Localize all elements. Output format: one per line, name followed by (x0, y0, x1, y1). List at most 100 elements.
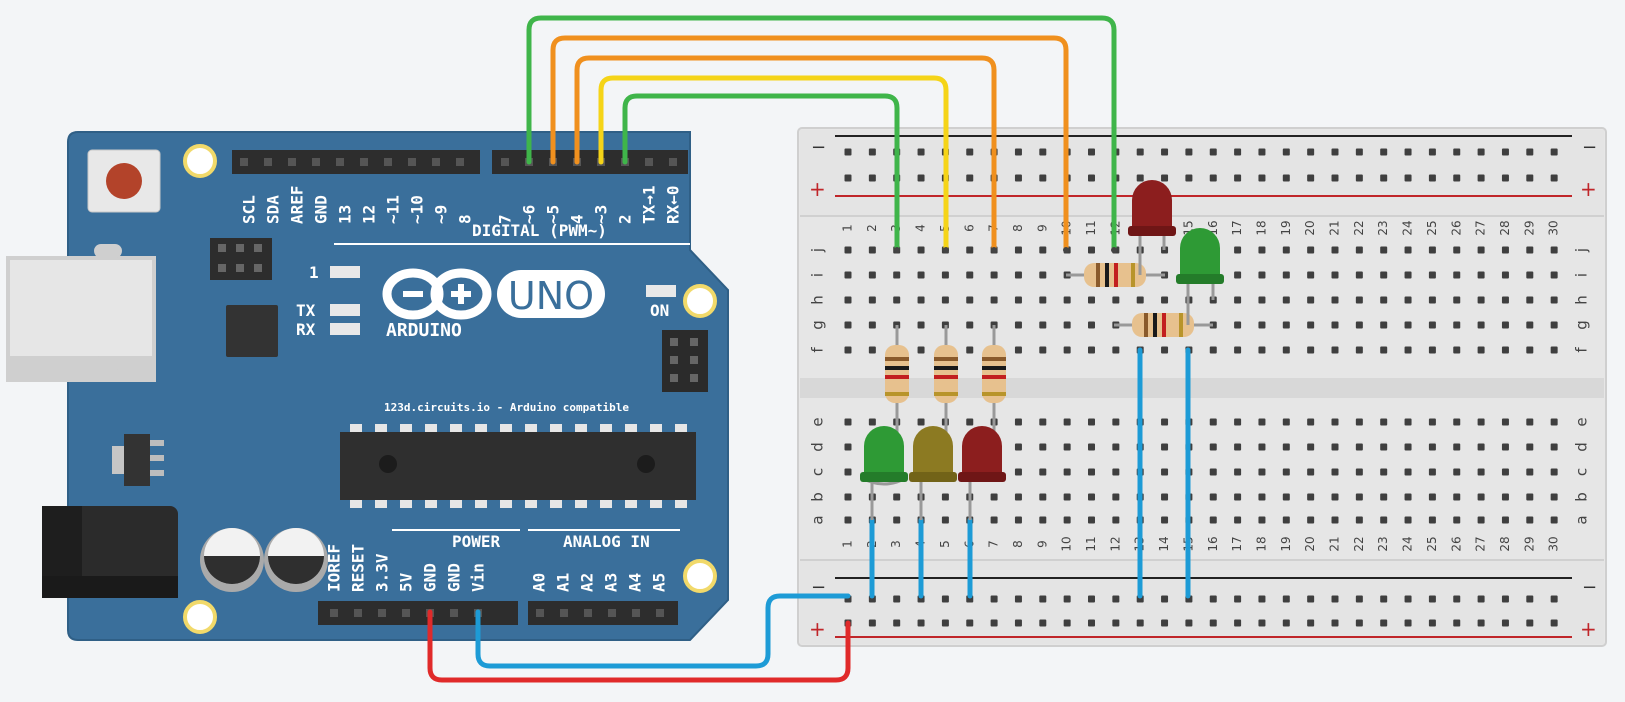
breadboard-hole[interactable] (1453, 468, 1461, 476)
breadboard-hole[interactable] (1355, 443, 1363, 451)
breadboard-hole[interactable] (917, 346, 925, 354)
breadboard-hole[interactable] (1331, 148, 1339, 156)
breadboard-hole[interactable] (1209, 443, 1217, 451)
breadboard-hole[interactable] (1501, 174, 1509, 182)
breadboard-hole[interactable] (1550, 468, 1558, 476)
breadboard-hole[interactable] (1039, 346, 1047, 354)
breadboard-hole[interactable] (1453, 174, 1461, 182)
breadboard-hole[interactable] (1526, 595, 1534, 603)
breadboard-hole[interactable] (868, 148, 876, 156)
breadboard-hole[interactable] (1380, 595, 1388, 603)
breadboard-hole[interactable] (1258, 493, 1266, 501)
breadboard-hole[interactable] (1014, 296, 1022, 304)
breadboard-hole[interactable] (1088, 418, 1095, 426)
breadboard-hole[interactable] (1477, 296, 1485, 304)
breadboard-hole[interactable] (1136, 174, 1144, 182)
breadboard-hole[interactable] (1355, 346, 1363, 354)
breadboard-hole[interactable] (1404, 246, 1412, 254)
breadboard-hole[interactable] (1209, 321, 1217, 329)
breadboard-hole[interactable] (941, 516, 949, 524)
breadboard-hole[interactable] (1112, 418, 1120, 426)
breadboard-hole[interactable] (1307, 271, 1315, 279)
breadboard-hole[interactable] (1331, 174, 1339, 182)
breadboard-hole[interactable] (1331, 346, 1339, 354)
breadboard-hole[interactable] (1282, 346, 1290, 354)
breadboard-hole[interactable] (1331, 516, 1339, 524)
breadboard-hole[interactable] (1526, 418, 1534, 426)
breadboard-hole[interactable] (1258, 321, 1266, 329)
breadboard-hole[interactable] (1404, 148, 1412, 156)
breadboard-hole[interactable] (1550, 619, 1558, 627)
breadboard-hole[interactable] (990, 619, 998, 627)
breadboard-hole[interactable] (1501, 418, 1509, 426)
breadboard-hole[interactable] (1380, 468, 1388, 476)
reset-button[interactable] (87, 149, 161, 213)
breadboard-hole[interactable] (1477, 443, 1485, 451)
breadboard-hole[interactable] (1161, 296, 1169, 304)
breadboard-hole[interactable] (1282, 271, 1290, 279)
breadboard-hole[interactable] (1209, 148, 1217, 156)
breadboard-hole[interactable] (941, 619, 949, 627)
breadboard-hole[interactable] (1307, 246, 1315, 254)
header-hole[interactable] (360, 158, 368, 166)
breadboard-hole[interactable] (1526, 174, 1534, 182)
breadboard-hole[interactable] (1550, 346, 1558, 354)
led-green-left[interactable] (860, 422, 908, 520)
breadboard-hole[interactable] (1380, 346, 1388, 354)
breadboard-hole[interactable] (1477, 271, 1485, 279)
breadboard-hole[interactable] (1282, 443, 1290, 451)
breadboard-hole[interactable] (1161, 418, 1169, 426)
breadboard-hole[interactable] (1404, 468, 1412, 476)
breadboard-hole[interactable] (1307, 296, 1315, 304)
breadboard-hole[interactable] (941, 595, 949, 603)
breadboard-hole[interactable] (1234, 271, 1242, 279)
breadboard-hole[interactable] (1331, 619, 1339, 627)
breadboard-hole[interactable] (1404, 321, 1412, 329)
breadboard-hole[interactable] (1234, 321, 1242, 329)
breadboard-hole[interactable] (1453, 443, 1461, 451)
breadboard-hole[interactable] (1039, 619, 1047, 627)
breadboard-hole[interactable] (1234, 493, 1242, 501)
breadboard-hole[interactable] (844, 271, 852, 279)
breadboard-hole[interactable] (844, 493, 852, 501)
breadboard-hole[interactable] (1380, 321, 1388, 329)
breadboard-hole[interactable] (844, 443, 852, 451)
breadboard-hole[interactable] (1307, 443, 1315, 451)
breadboard-hole[interactable] (1088, 246, 1095, 254)
breadboard-hole[interactable] (1453, 271, 1461, 279)
breadboard-hole[interactable] (844, 148, 852, 156)
breadboard-hole[interactable] (1209, 595, 1217, 603)
breadboard-hole[interactable] (1161, 595, 1169, 603)
breadboard-hole[interactable] (1477, 493, 1485, 501)
breadboard-hole[interactable] (1307, 418, 1315, 426)
breadboard-hole[interactable] (1331, 443, 1339, 451)
breadboard-hole[interactable] (844, 321, 852, 329)
breadboard-hole[interactable] (1526, 271, 1534, 279)
breadboard-hole[interactable] (1550, 493, 1558, 501)
breadboard-hole[interactable] (1550, 516, 1558, 524)
breadboard-hole[interactable] (893, 516, 901, 524)
breadboard-hole[interactable] (844, 418, 852, 426)
breadboard-hole[interactable] (966, 246, 974, 254)
breadboard-hole[interactable] (1453, 296, 1461, 304)
breadboard-hole[interactable] (844, 516, 852, 524)
breadboard-hole[interactable] (1428, 418, 1436, 426)
header-hole[interactable] (408, 158, 416, 166)
breadboard-hole[interactable] (1331, 246, 1339, 254)
breadboard-hole[interactable] (1501, 468, 1509, 476)
breadboard-hole[interactable] (1307, 468, 1315, 476)
breadboard-hole[interactable] (1112, 346, 1120, 354)
header-hole[interactable] (656, 609, 664, 617)
header-hole[interactable] (584, 609, 592, 617)
breadboard-hole[interactable] (1014, 418, 1022, 426)
breadboard-hole[interactable] (1063, 619, 1071, 627)
breadboard-hole[interactable] (1331, 468, 1339, 476)
breadboard-hole[interactable] (868, 321, 876, 329)
header-hole[interactable] (378, 609, 386, 617)
breadboard-hole[interactable] (1088, 516, 1095, 524)
breadboard-hole[interactable] (1550, 443, 1558, 451)
breadboard-hole[interactable] (1014, 595, 1022, 603)
breadboard-hole[interactable] (1428, 174, 1436, 182)
breadboard-hole[interactable] (1234, 246, 1242, 254)
header-hole[interactable] (560, 609, 568, 617)
